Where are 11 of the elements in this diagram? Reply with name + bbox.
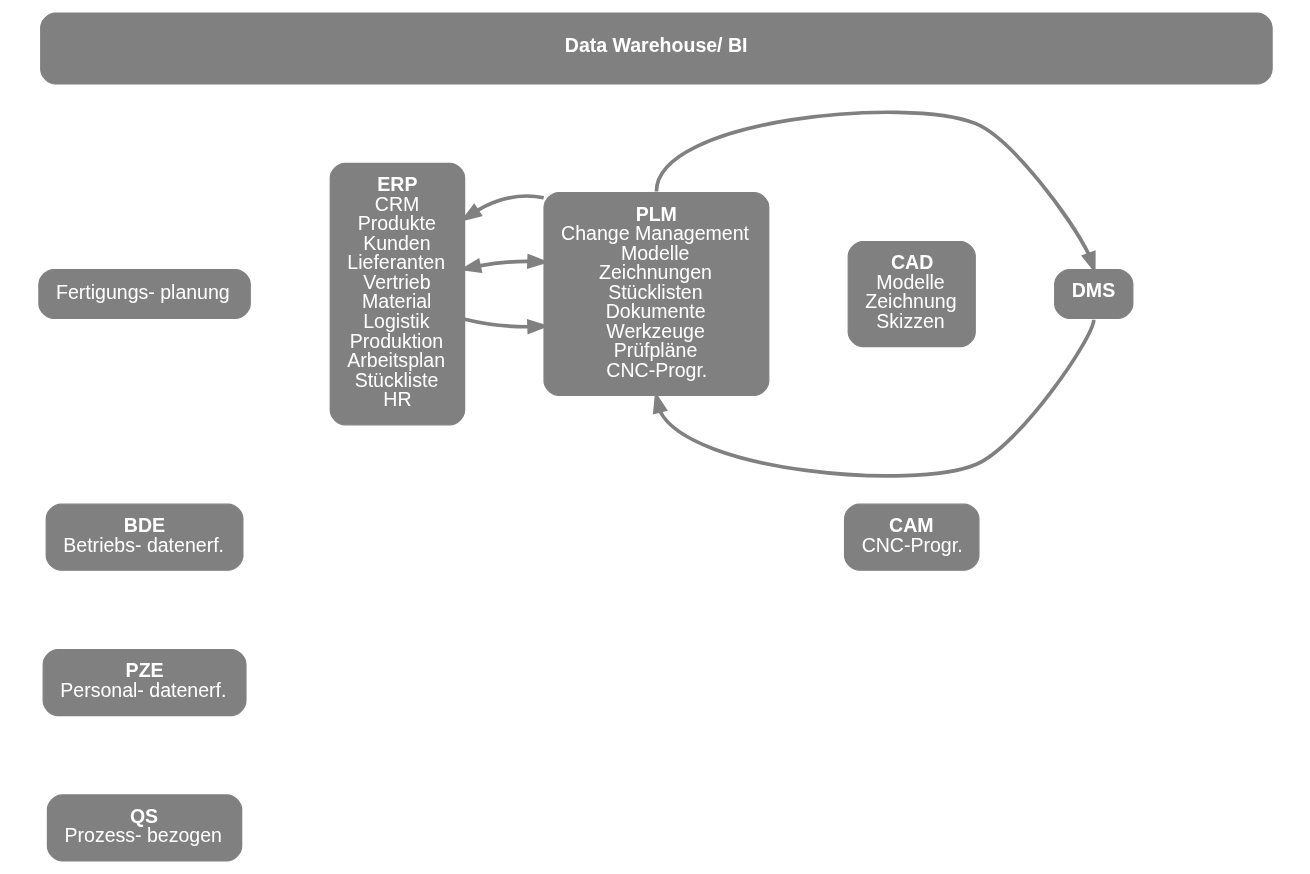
node-box: PLM Change Management Modelle Zeichnungen Stücklisten Dokumente Werkzeuge Prüfpläne CNC-Progr.	[542, 192, 769, 397]
node-box: PZE Personal- datenerf.	[42, 648, 247, 717]
node-box: QS Prozess- bezogen	[46, 794, 242, 862]
node-box: Data Warehouse/ BI	[39, 12, 1273, 85]
node-box: Fertigungs- planung	[37, 269, 251, 320]
node-box: BDE Betriebs- datenerf.	[45, 503, 243, 571]
node-box: DMS	[1053, 269, 1133, 320]
node-box: CAD Modelle Zeichnung Skizzen	[847, 240, 976, 348]
node-box: ERP CRM Produkte Kunden Lieferanten Vertrieb Material Logistik Produktion Arbeitsplan Stückliste HR	[329, 162, 465, 426]
arrow	[652, 319, 1096, 478]
node-box: CAM CNC-Progr.	[843, 503, 980, 571]
